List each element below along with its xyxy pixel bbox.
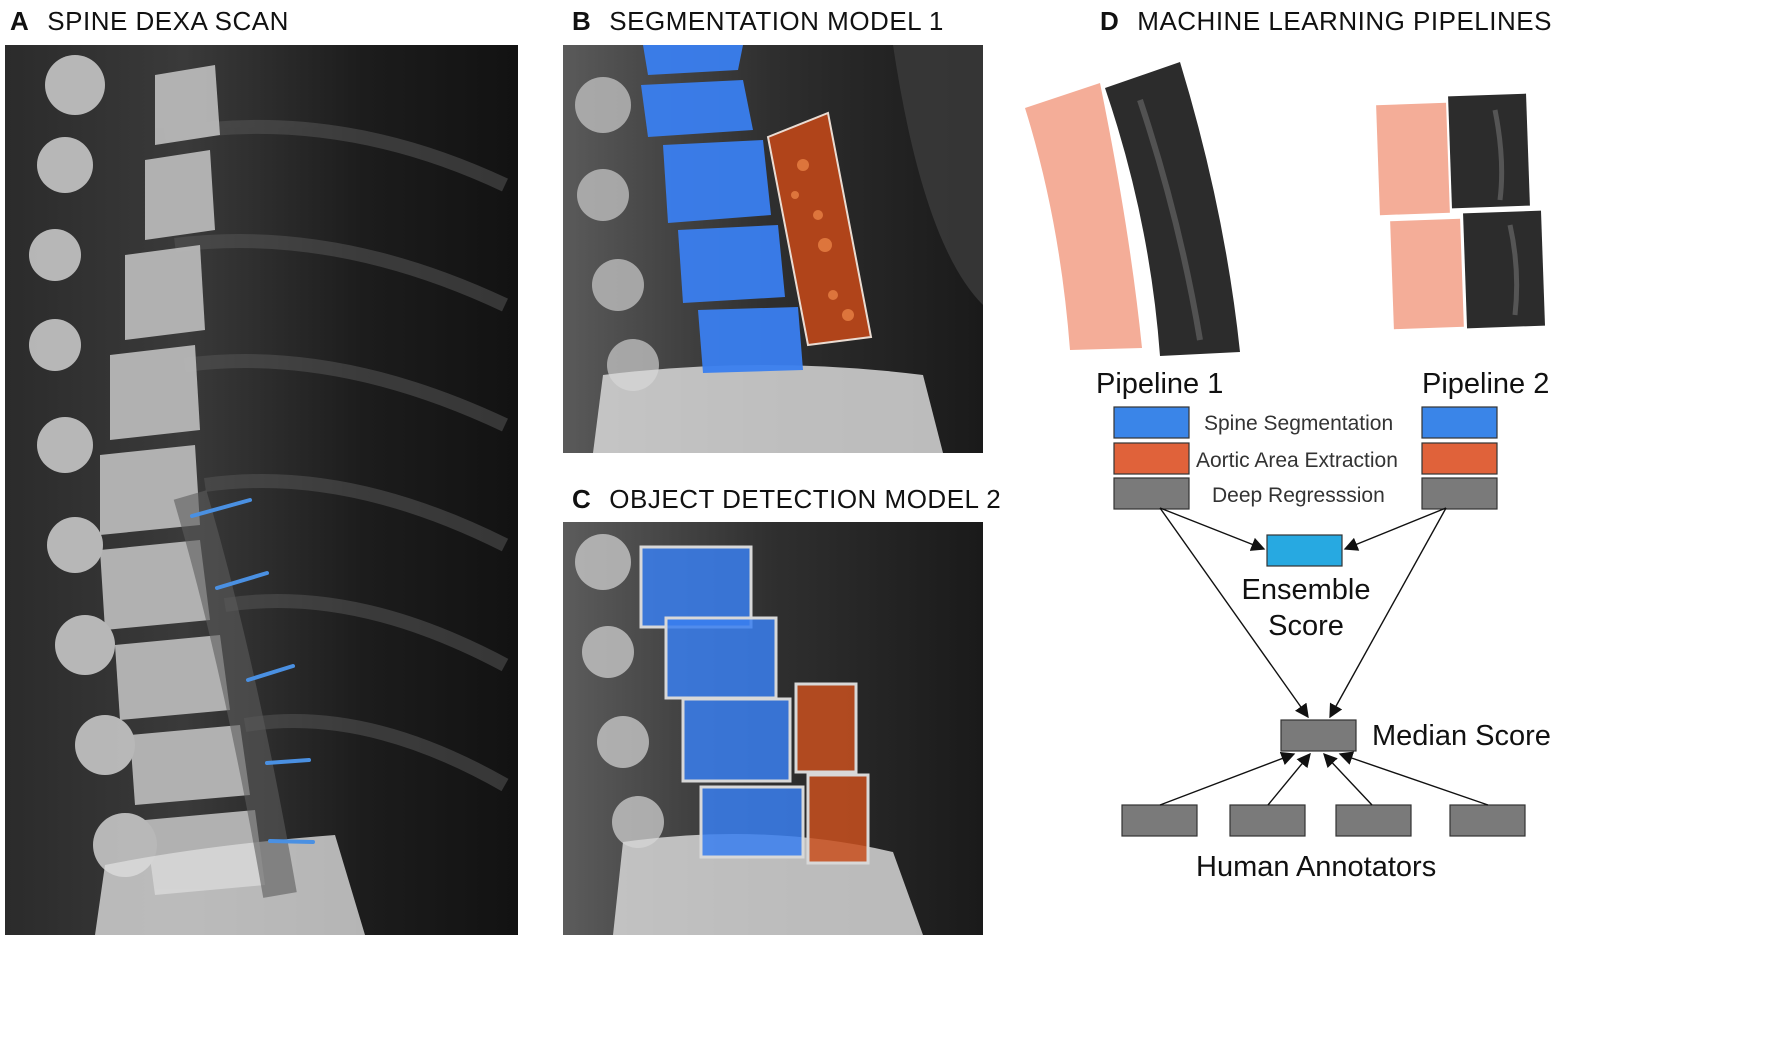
panel-b-letter: B: [572, 6, 592, 36]
median-score-label: Median Score: [1372, 720, 1551, 752]
arrow-p1-to-median: [1159, 507, 1309, 719]
arrow-p1-to-ensemble: [1159, 507, 1266, 551]
human-annotator-box-1: [1121, 804, 1198, 837]
panel-c-letter: C: [572, 484, 592, 514]
median-score-box: [1280, 719, 1357, 752]
spine-dexa-scan-image: [5, 45, 518, 935]
ensemble-score-box: [1266, 534, 1343, 567]
panel-a-title: A SPINE DEXA SCAN: [10, 6, 289, 37]
pipeline2-mask-crop-bottom: [1390, 218, 1464, 330]
pipeline2-label: Pipeline 2: [1422, 368, 1550, 400]
pipeline1-spine-segmentation-box: [1113, 406, 1190, 439]
arrow-annotator1-to-median: [1159, 751, 1296, 806]
pipeline1-label: Pipeline 1: [1096, 368, 1224, 400]
arrow-annotator4-to-median: [1338, 751, 1489, 806]
panel-b-text: SEGMENTATION MODEL 1: [609, 6, 944, 36]
arrow-annotator3-to-median: [1323, 752, 1373, 806]
arrow-annotator2-to-median: [1267, 752, 1311, 806]
segmentation-model-image: [563, 45, 983, 453]
panel-d-title: D MACHINE LEARNING PIPELINES: [1100, 6, 1552, 37]
panel-d-letter: D: [1100, 6, 1120, 36]
panel-b-title: B SEGMENTATION MODEL 1: [572, 6, 944, 37]
stage-label-spine-segmentation: Spine Segmentation: [1204, 412, 1394, 435]
pipeline2-aortic-area-extraction-box: [1421, 442, 1498, 475]
pipeline2-mask-crop-top: [1376, 102, 1450, 216]
panel-c-title: C OBJECT DETECTION MODEL 2: [572, 484, 1001, 515]
arrow-p2-to-median: [1329, 507, 1447, 719]
human-annotator-box-2: [1229, 804, 1306, 837]
human-annotator-box-4: [1449, 804, 1526, 837]
stage-label-deep-regression: Deep Regresssion: [1212, 484, 1385, 507]
pipeline2-xray-crop-top: [1448, 93, 1530, 209]
pipeline2-spine-segmentation-box: [1421, 406, 1498, 439]
panel-a-letter: A: [10, 6, 30, 36]
arrow-p2-to-ensemble: [1343, 507, 1447, 551]
pipeline2-xray-crop-bottom: [1463, 210, 1546, 329]
human-annotator-box-3: [1335, 804, 1412, 837]
panel-a-text: SPINE DEXA SCAN: [47, 6, 289, 36]
ensemble-score-label: Ensemble Score: [1241, 574, 1371, 642]
pipeline1-mask-crop: [1025, 83, 1142, 350]
pipeline1-deep-regression-box: [1113, 477, 1190, 510]
panel-c-text: OBJECT DETECTION MODEL 2: [609, 484, 1002, 514]
pipeline2-deep-regression-box: [1421, 477, 1498, 510]
panel-d-text: MACHINE LEARNING PIPELINES: [1137, 6, 1552, 36]
object-detection-model-image: [563, 522, 983, 935]
pipeline1-aortic-area-extraction-box: [1113, 442, 1190, 475]
human-annotators-label: Human Annotators: [1196, 851, 1437, 883]
stage-label-aortic-area-extraction: Aortic Area Extraction: [1196, 449, 1398, 472]
